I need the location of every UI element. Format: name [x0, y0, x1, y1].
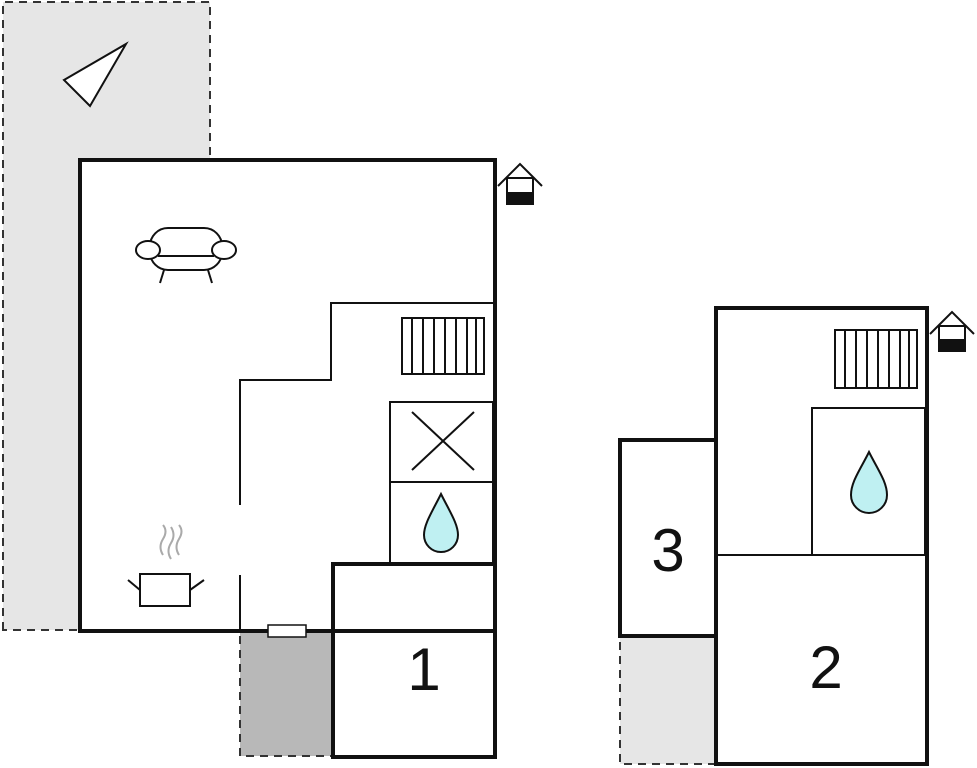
building-left — [78, 158, 497, 633]
room-1-label: 1 — [407, 636, 440, 703]
inner-wall — [239, 302, 495, 505]
water-drop-icon — [849, 449, 889, 514]
room-2-label: 2 — [809, 634, 842, 701]
terrace-area-right — [619, 635, 717, 765]
terrace-area — [2, 1, 211, 631]
cooking-pot-icon — [127, 524, 205, 607]
room-3-label: 3 — [651, 517, 684, 584]
door-marker — [267, 624, 307, 638]
water-drop-icon — [422, 491, 460, 553]
room-3 — [618, 438, 718, 638]
porch-area — [239, 631, 333, 757]
radiator-icon — [834, 329, 918, 389]
radiator-icon — [401, 317, 485, 375]
bathroom-room-right — [811, 407, 926, 556]
sofa-icon — [135, 227, 237, 284]
room-1 — [331, 562, 497, 759]
house-entrance-icon — [497, 162, 543, 205]
toilet-cross-icon — [411, 411, 475, 471]
house-entrance-icon — [929, 310, 975, 352]
compass-arrow-icon — [62, 41, 129, 108]
